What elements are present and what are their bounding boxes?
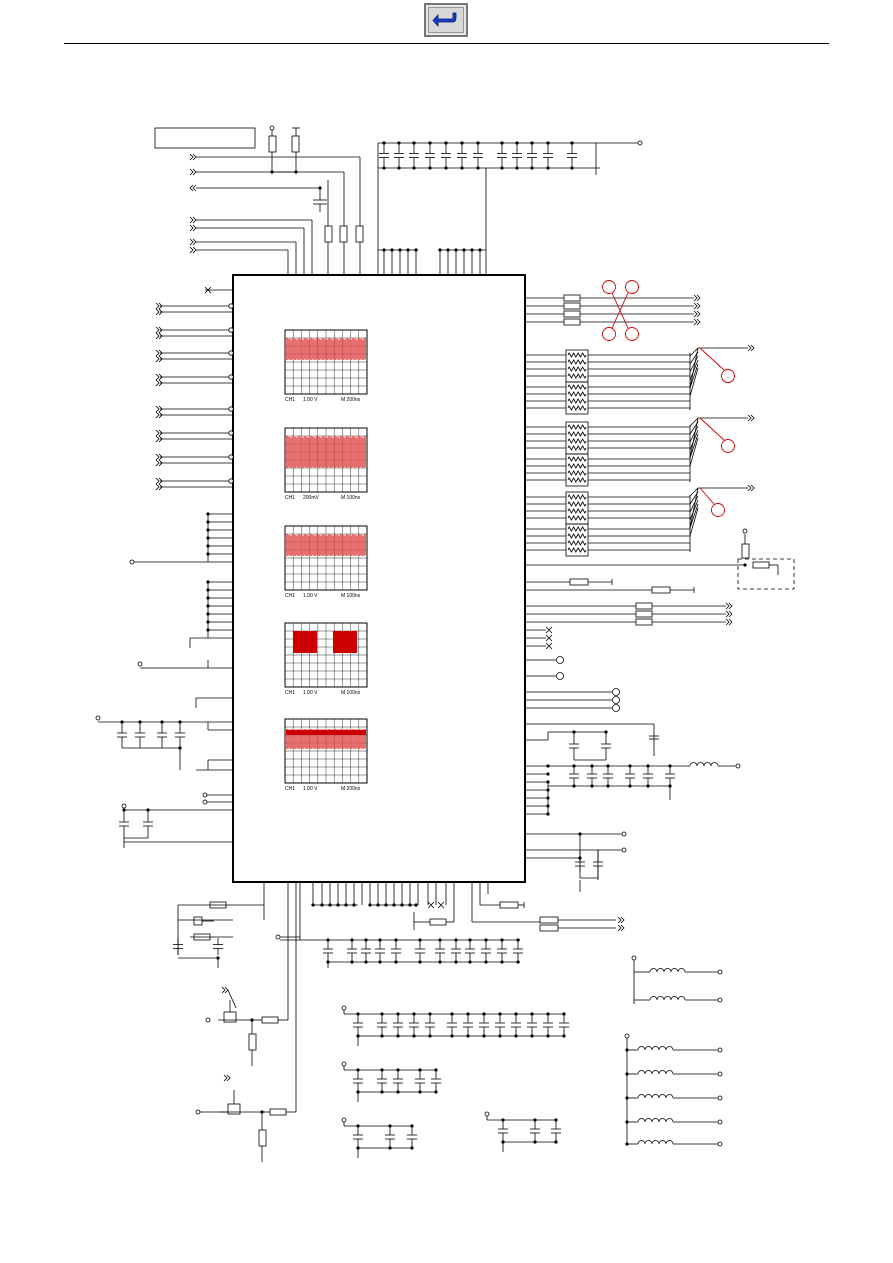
return-arrow-icon — [432, 12, 457, 28]
callout-marker — [721, 369, 735, 383]
scope-time-label: M 200ns — [341, 397, 361, 403]
callout-marker — [625, 327, 639, 341]
scope-channel-label: CH1 — [285, 690, 295, 696]
scope-time-label: M 100ns — [341, 593, 361, 599]
scope-volt-label: 1.00 V — [303, 690, 318, 696]
callout-marker — [602, 327, 616, 341]
callout-marker — [721, 439, 735, 453]
scope-volt-label: 1.00 V — [303, 593, 318, 599]
scope-channel-label: CH1 — [285, 495, 295, 501]
scope-channel-label: CH1 — [285, 397, 295, 403]
oscilloscope-screen: CH1 200mV M 100ns — [284, 427, 368, 501]
signal-label-box — [154, 127, 256, 149]
scope-volt-label: 1.00 V — [303, 786, 318, 792]
scope-channel-label: CH1 — [285, 786, 295, 792]
scope-volt-label: 1.00 V — [303, 397, 318, 403]
back-button[interactable] — [424, 3, 468, 37]
main-ic — [232, 274, 526, 883]
scope-time-label: M 200ns — [341, 786, 361, 792]
scope-volt-label: 200mV — [303, 495, 320, 501]
scope-time-label: M 100ns — [341, 495, 361, 501]
callout-marker — [625, 280, 639, 294]
oscilloscope-screen: CH1 1.00 V M 200ns — [284, 718, 368, 792]
oscilloscope-screen: CH1 1.00 V M 100ns — [284, 525, 368, 599]
scope-channel-label: CH1 — [285, 593, 295, 599]
header-rule — [64, 43, 829, 44]
scope-time-label: M 100ns — [341, 690, 361, 696]
oscilloscope-screen: CH1 1.00 V M 100ns — [284, 622, 368, 696]
oscilloscope-screen: CH1 1.00 V M 200ns — [284, 329, 368, 403]
callout-marker — [711, 503, 725, 517]
callout-marker — [602, 280, 616, 294]
